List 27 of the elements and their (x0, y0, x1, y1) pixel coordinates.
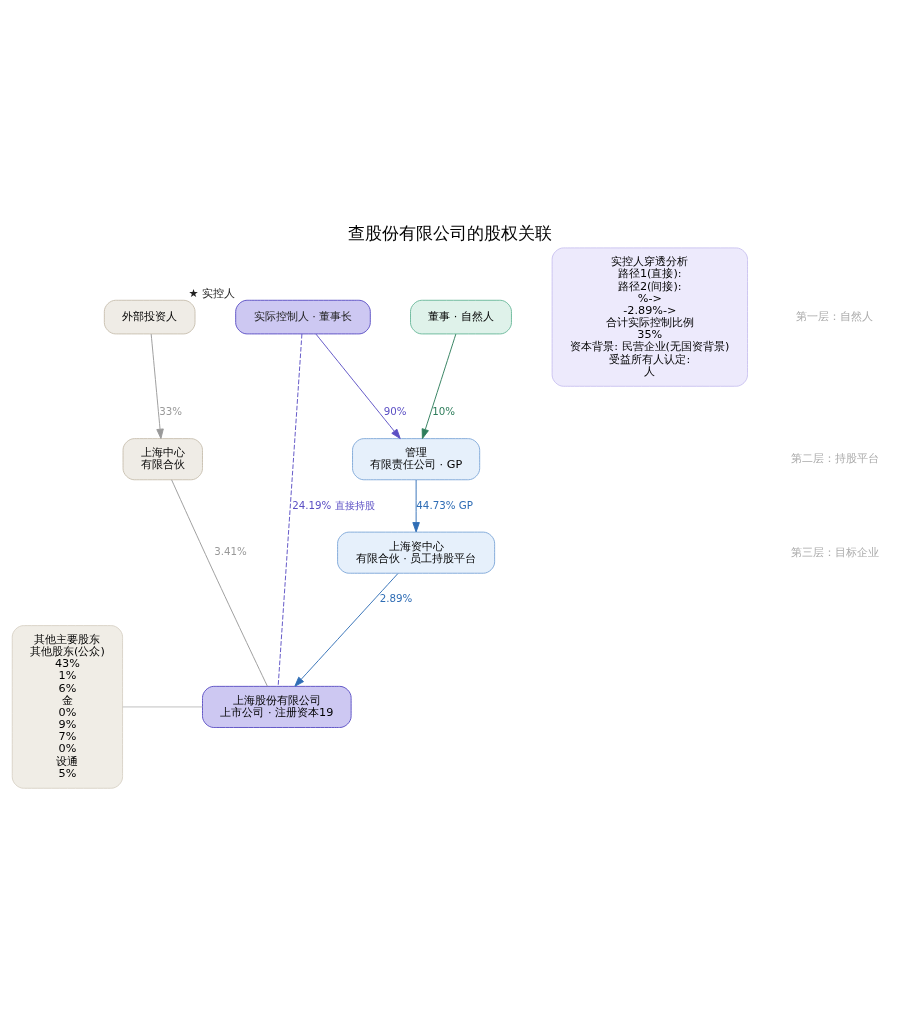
connector (122, 705, 203, 707)
arrow (412, 479, 420, 532)
label: 第二层：持股平台 (790, 451, 879, 465)
node-box: 外部投资人 (103, 299, 196, 334)
arrow (315, 333, 401, 439)
edge-label: 90% (383, 404, 407, 417)
edge-label: 33% (159, 404, 183, 417)
arrow (294, 572, 399, 687)
arrow (421, 333, 457, 439)
node-box: 实控人穿透分析 路径1(直接): 路径2(间接): %-> -2.89%-> 合计实际控制比例 35% 资本背景: 民营企业(无国资背景) 受益所有人认定: 人 (551, 246, 748, 387)
diagram-title: 查股份有限公司的股权关联 (348, 222, 552, 243)
node-box: 管理 有限责任公司 · GP (352, 437, 481, 480)
node-box: 董事 · 自然人 (410, 299, 512, 334)
label: 第一层：自然人 (796, 309, 874, 323)
arrow (150, 333, 164, 439)
edge-label: 24.19% 直接持股 (292, 498, 375, 511)
connector (277, 333, 303, 687)
node-box: 上海中心 有限合伙 (122, 437, 203, 480)
node-box: 上海资中心 有限合伙 · 员工持股平台 (337, 531, 496, 574)
node-box: 上海股份有限公司 上市公司 · 注册资本19 (202, 685, 352, 728)
node-label: ★ 实控人 (188, 286, 236, 300)
node-box: 实际控制人 · 董事长 (235, 299, 371, 334)
edge-label: 2.89% (379, 591, 413, 604)
node-box: 其他主要股东 其他股东(公众) 43% 1% 6% 金 0% 9% 7% 0% 设通 5% (11, 624, 124, 789)
edge-label: 3.41% (214, 544, 247, 557)
edge-label: 10% (432, 404, 456, 417)
connector (171, 478, 268, 687)
